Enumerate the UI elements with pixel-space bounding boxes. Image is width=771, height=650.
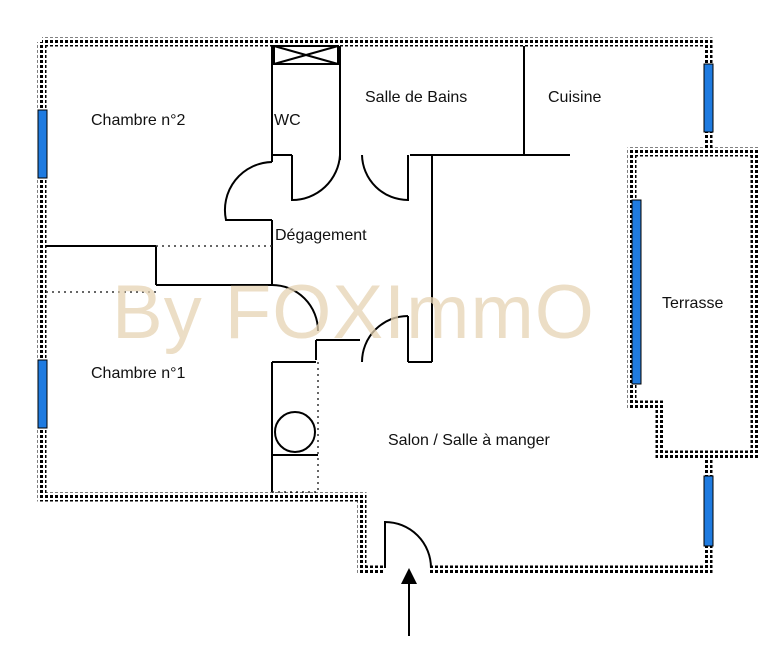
door-entrance <box>384 520 432 569</box>
terrace-wall <box>632 147 760 460</box>
label-cuisine: Cuisine <box>548 89 601 106</box>
window-chambre2 <box>37 109 48 179</box>
building-outer-wall-left <box>37 42 385 575</box>
label-chambre2: Chambre n°2 <box>91 112 186 129</box>
doors <box>223 154 432 569</box>
label-salon: Salon / Salle à manger <box>388 432 551 449</box>
window-terrasse <box>631 199 642 385</box>
label-terrasse: Terrasse <box>662 295 723 312</box>
watermark: By FOXImmO <box>112 270 595 355</box>
label-chambre1: Chambre n°1 <box>91 365 186 382</box>
room-labels: Chambre n°2 WC Salle de Bains Cuisine Dé… <box>91 89 723 449</box>
label-degagement: Dégagement <box>275 227 367 244</box>
label-wc: WC <box>274 112 301 129</box>
interior-walls <box>46 45 570 492</box>
window-chambre1 <box>37 359 48 429</box>
window-cuisine <box>703 63 714 133</box>
door-chambre1 <box>271 284 319 332</box>
door-chambre2 <box>223 161 273 221</box>
door-wc <box>291 154 341 202</box>
door-sdb <box>361 154 409 202</box>
windows <box>37 63 714 547</box>
window-salon <box>703 475 714 547</box>
entrance-arrow-icon <box>401 568 417 636</box>
dotted-lines <box>46 245 319 493</box>
label-salle-de-bains: Salle de Bains <box>365 89 467 106</box>
door-salon <box>361 315 409 363</box>
water-heater-icon <box>274 411 316 453</box>
